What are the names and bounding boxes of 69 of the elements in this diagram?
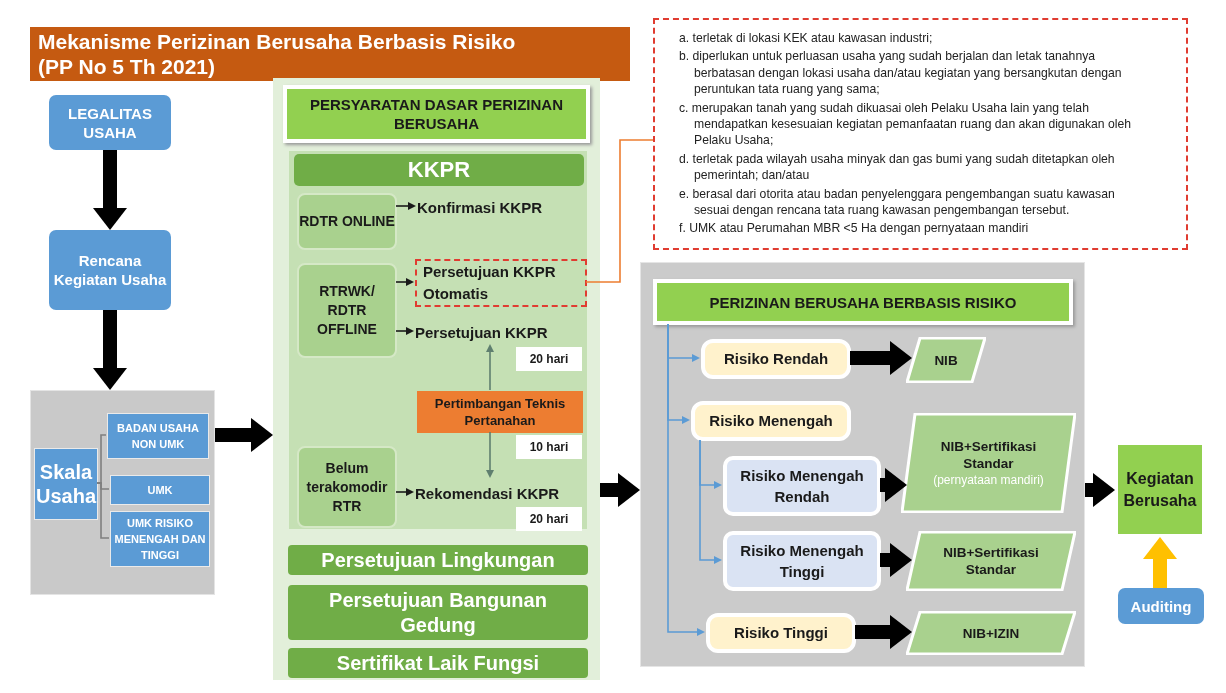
arrow	[699, 439, 722, 564]
node-label: NIB	[934, 351, 958, 369]
process-box: Risiko Tinggi	[706, 613, 856, 653]
connector-line	[585, 139, 654, 283]
section-header: PERSYARATAN DASAR PERIZINAN BERUSAHA	[283, 85, 590, 143]
output-parallelogram	[906, 611, 1076, 655]
process-box: RDTR ONLINE	[297, 193, 397, 250]
process-box: Risiko Menengah Tinggi	[723, 531, 881, 591]
duration-label: 20 hari	[516, 347, 582, 371]
arrow	[1143, 537, 1177, 588]
process-box: Pertimbangan Teknis Pertanahan	[417, 391, 583, 433]
process-box: Kegiatan Berusaha	[1115, 442, 1205, 537]
list-item: c. merupakan tanah yang sudah dikuasai oleh Pelaku Usaha lain yang telah mendapatkan kesesuaian kegiatan pemanfaatan ruang dan akan digunakan oleh Pelaku Usaha;	[679, 99, 1133, 149]
list-item: f. UMK atau Perumahan MBR <5 Ha dengan pernyataan mandiri	[679, 220, 1030, 237]
arrow	[486, 344, 494, 391]
group-panel	[273, 78, 600, 680]
group-panel	[30, 390, 215, 595]
process-box: UMK RISIKO MENENGAH DAN TINGGI	[110, 511, 210, 567]
arrow	[215, 418, 273, 452]
list-item: a. terletak di lokasi KEK atau kawasan industri;	[679, 30, 934, 47]
process-box: Risiko Menengah	[691, 401, 851, 441]
outcome-text: Konfirmasi KKPR	[417, 193, 587, 221]
process-box: Risiko Rendah	[701, 339, 851, 379]
arrow	[667, 323, 705, 636]
arrow	[855, 615, 912, 649]
process-box: Persetujuan Bangunan Gedung	[288, 585, 588, 640]
duration-label: 20 hari	[516, 507, 582, 531]
title-banner: Mekanisme Perizinan Berusaha Berbasis Risiko (PP No 5 Th 2021)	[30, 27, 630, 81]
arrow	[395, 278, 414, 286]
outcome-text: Persetujuan KKPR	[415, 319, 585, 345]
process-box: Sertifikat Laik Fungsi	[288, 648, 588, 678]
node-label: (pernyataan mandiri)	[933, 472, 1044, 488]
process-box: LEGALITAS USAHA	[49, 95, 171, 150]
output-parallelogram	[906, 337, 986, 383]
group-panel	[288, 150, 588, 530]
list-item: e. berasal dari otorita atau badan penyelenggara pengembangan suatu kawasan sesuai dengan rencana tata ruang kawasan pengembangan tersebut.	[679, 185, 1116, 219]
node-label: NIB+Sertifikasi Standar	[939, 438, 1038, 472]
arrow	[395, 327, 414, 335]
arrow	[880, 543, 912, 577]
output-parallelogram	[901, 413, 1076, 513]
list-item: b. diperlukan untuk perluasan usaha yang sudah berjalan dan letak tanahnya berbatasan dengan lokasi usaha dan/atau kegiatan yang bersangkutan dengan peruntukan tata ruang yang sama;	[679, 48, 1123, 98]
arrow	[395, 202, 416, 210]
node-label: NIB+IZIN	[962, 624, 1020, 642]
outcome-text: Rekomendasi KKPR	[415, 479, 587, 507]
process-box: Persetujuan Lingkungan	[288, 545, 588, 575]
group-panel	[640, 262, 1085, 667]
process-box: Rencana Kegiatan Usaha	[49, 230, 171, 310]
dashed-box: Persetujuan KKPR Otomatis	[415, 259, 587, 307]
process-box: Risiko Menengah Rendah	[723, 456, 881, 516]
process-box: Skala Usaha	[34, 448, 98, 520]
arrow	[395, 488, 414, 496]
arrow	[93, 310, 127, 390]
process-box: Belum terakomodir RTR	[297, 446, 397, 528]
arrow	[880, 468, 907, 502]
arrow	[1085, 473, 1115, 507]
process-box: BADAN USAHA NON UMK	[107, 413, 209, 459]
section-header: KKPR	[294, 154, 584, 186]
arrow	[850, 341, 912, 375]
arrow	[600, 473, 640, 507]
section-header: PERIZINAN BERUSAHA BERBASIS RISIKO	[653, 279, 1073, 325]
arrow	[486, 431, 494, 478]
process-box: RTRWK/ RDTR OFFLINE	[297, 263, 397, 358]
node-label: NIB+Sertifikasi Standar	[942, 544, 1040, 578]
output-parallelogram	[906, 531, 1076, 591]
duration-label: 10 hari	[516, 435, 582, 459]
arrow	[93, 150, 127, 230]
process-box: UMK	[110, 475, 210, 505]
note-box	[653, 18, 1188, 250]
process-box: Auditing	[1118, 588, 1204, 624]
